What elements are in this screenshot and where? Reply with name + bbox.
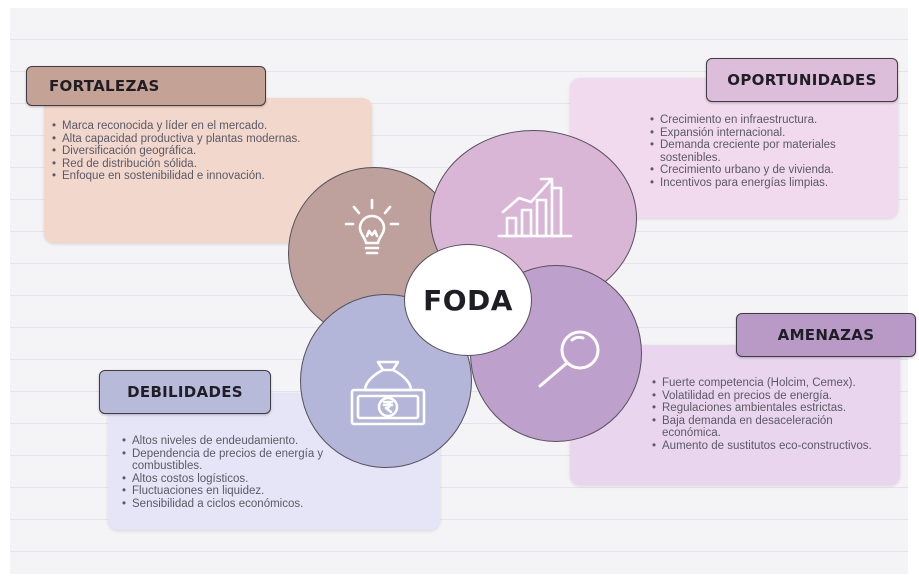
fortalezas-title: FORTALEZAS <box>26 66 266 106</box>
oportunidades-title: OPORTUNIDADES <box>706 58 898 102</box>
list-item: Altos niveles de endeudamiento. <box>122 435 350 448</box>
oportunidades-list: Crecimiento en infraestructura. Expansió… <box>650 114 890 189</box>
list-item: Fuerte competencia (Holcim, Cemex). <box>652 377 892 390</box>
debilidades-list: Altos niveles de endeudamiento. Dependen… <box>122 435 350 510</box>
amenazas-list: Fuerte competencia (Holcim, Cemex). Vola… <box>652 377 892 452</box>
growth-chart-icon <box>497 177 573 238</box>
lightbulb-icon <box>344 198 400 255</box>
list-item: Incentivos para energías limpias. <box>650 177 890 190</box>
list-item: Volatilidad en precios de energía. <box>652 390 892 403</box>
list-item: Regulaciones ambientales estrictas. <box>652 402 892 415</box>
list-item: Enfoque en sostenibilidad e innovación. <box>52 170 314 183</box>
fortalezas-list: Marca reconocida y líder en el mercado. … <box>52 120 314 183</box>
money-bag-icon <box>350 360 426 426</box>
list-item: Baja demanda en desaceleración económica… <box>652 415 892 440</box>
list-item: Dependencia de precios de energía y comb… <box>122 448 350 473</box>
list-item: Crecimiento urbano y de vivienda. <box>650 164 890 177</box>
list-item: Crecimiento en infraestructura. <box>650 114 890 127</box>
foda-center-label: FODA <box>404 244 532 356</box>
list-item: Aumento de sustitutos eco-constructivos. <box>652 440 892 453</box>
list-item: Red de distribución sólida. <box>52 158 314 171</box>
amenazas-title: AMENAZAS <box>736 313 916 357</box>
list-item: Diversificación geográfica. <box>52 145 314 158</box>
debilidades-title: DEBILIDADES <box>99 370 271 414</box>
list-item: Expansión internacional. <box>650 127 890 140</box>
list-item: Sensibilidad a ciclos económicos. <box>122 498 350 511</box>
list-item: Marca reconocida y líder en el mercado. <box>52 120 314 133</box>
list-item: Fluctuaciones en liquidez. <box>122 485 350 498</box>
magnifier-icon <box>538 330 600 388</box>
list-item: Altos costos logísticos. <box>122 473 350 486</box>
list-item: Alta capacidad productiva y plantas mode… <box>52 133 314 146</box>
list-item: Demanda creciente por materiales sosteni… <box>650 139 890 164</box>
